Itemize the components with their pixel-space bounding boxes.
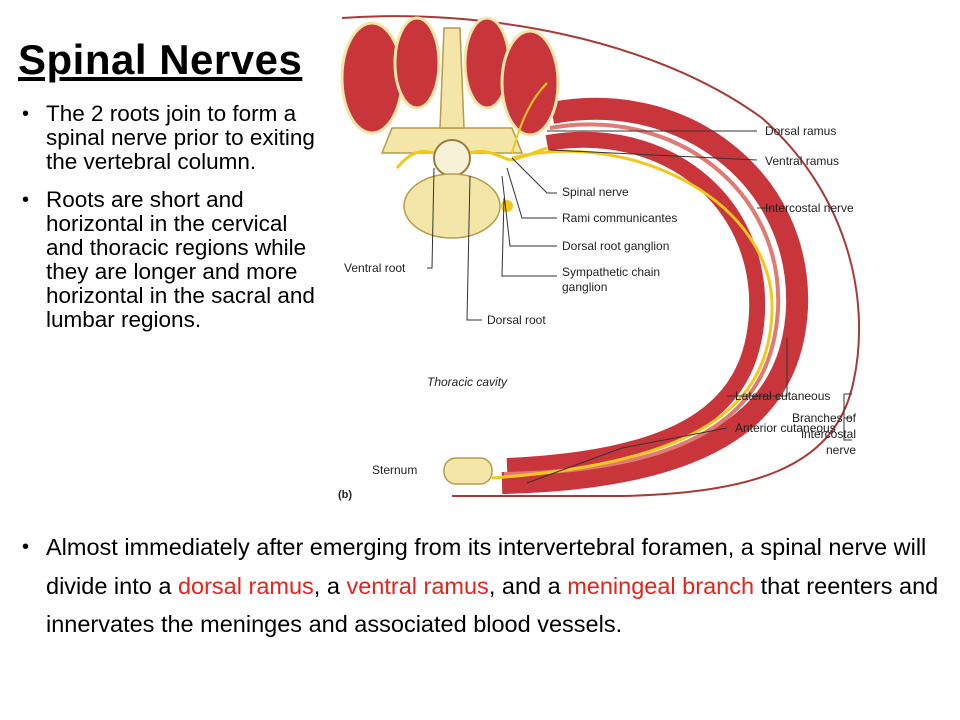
bullet-text-part3: , and a	[488, 572, 568, 599]
bullet-text: Roots are short and horizontal in the ce…	[46, 187, 315, 332]
term-meningeal-branch: meningeal branch	[567, 572, 755, 599]
label-intercostal-nerve: Intercostal nerve	[765, 201, 854, 215]
spinal-cord	[433, 139, 471, 177]
bullet-text: The 2 roots join to form a spinal nerve …	[46, 101, 315, 174]
bullet-dot-icon: •	[22, 536, 30, 558]
label-dorsal-root: Dorsal root	[487, 313, 546, 327]
leader-lines	[427, 130, 852, 484]
sternum-bone	[443, 457, 493, 485]
label-dorsal-root-ganglion: Dorsal root ganglion	[562, 239, 669, 253]
dorsal-ramus-nerve	[511, 82, 548, 154]
back-muscle-left	[340, 21, 404, 135]
back-muscle-right	[500, 29, 560, 137]
label-ganglion: ganglion	[562, 280, 607, 294]
bullet-roots-length: • Roots are short and horizontal in the …	[22, 188, 320, 332]
spinous-process	[439, 27, 465, 129]
label-spinal-nerve: Spinal nerve	[562, 185, 629, 199]
label-sternum: Sternum	[372, 463, 417, 477]
label-ventral-root: Ventral root	[344, 261, 406, 275]
back-muscle-center-left	[393, 16, 441, 110]
bullet-text-part2: , a	[313, 572, 347, 599]
intercostal-muscle-light	[503, 122, 781, 476]
dorsal-root-left	[395, 150, 435, 169]
sympathetic-ganglion	[501, 200, 513, 212]
slide-title: Spinal Nerves	[18, 36, 303, 83]
label-thoracic-cavity: Thoracic cavity	[427, 375, 508, 389]
body-wall-outline	[341, 15, 861, 497]
label-panel-b: (b)	[338, 489, 352, 501]
label-rami-communicantes: Rami communicantes	[562, 211, 677, 225]
vertebral-body	[403, 173, 501, 239]
intercostal-muscle-outer	[501, 97, 809, 494]
bullet-dot-icon: •	[22, 103, 30, 125]
label-branches-line1: Branches of	[792, 411, 857, 425]
bullet-roots-join: • The 2 roots join to form a spinal nerv…	[22, 102, 320, 174]
bullet-dot-icon: •	[22, 189, 30, 211]
label-branches-line3: nerve	[826, 443, 856, 457]
label-sympathetic-chain: Sympathetic chain	[562, 265, 660, 279]
bullet-spinal-nerve-division: • Almost immediately after emerging from…	[22, 528, 942, 644]
dorsal-root-right	[469, 149, 511, 162]
label-ventral-ramus: Ventral ramus	[765, 154, 839, 168]
bullet-text-part4: that reenters and innervates the meninge…	[46, 572, 939, 638]
term-dorsal-ramus: dorsal ramus	[177, 572, 314, 599]
intercostal-nerve-path	[491, 149, 774, 480]
bullet-text-part1: Almost immediately after emerging from i…	[46, 534, 927, 599]
label-anterior-cutaneous: Anterior cutaneous	[735, 421, 836, 435]
label-lateral-cutaneous: Lateral cutaneous	[735, 389, 830, 403]
term-ventral-ramus: ventral ramus	[346, 572, 489, 599]
spinal-nerve-diagram: Dorsal ramus Ventral ramus Intercostal n…	[338, 15, 861, 501]
left-bullet-list: • The 2 roots join to form a spinal nerv…	[22, 102, 320, 346]
intercostal-muscle-inner	[506, 131, 766, 474]
label-dorsal-ramus: Dorsal ramus	[765, 124, 836, 138]
bottom-bullet-list: • Almost immediately after emerging from…	[22, 528, 942, 644]
label-branches-line2: intercostal	[801, 427, 856, 441]
